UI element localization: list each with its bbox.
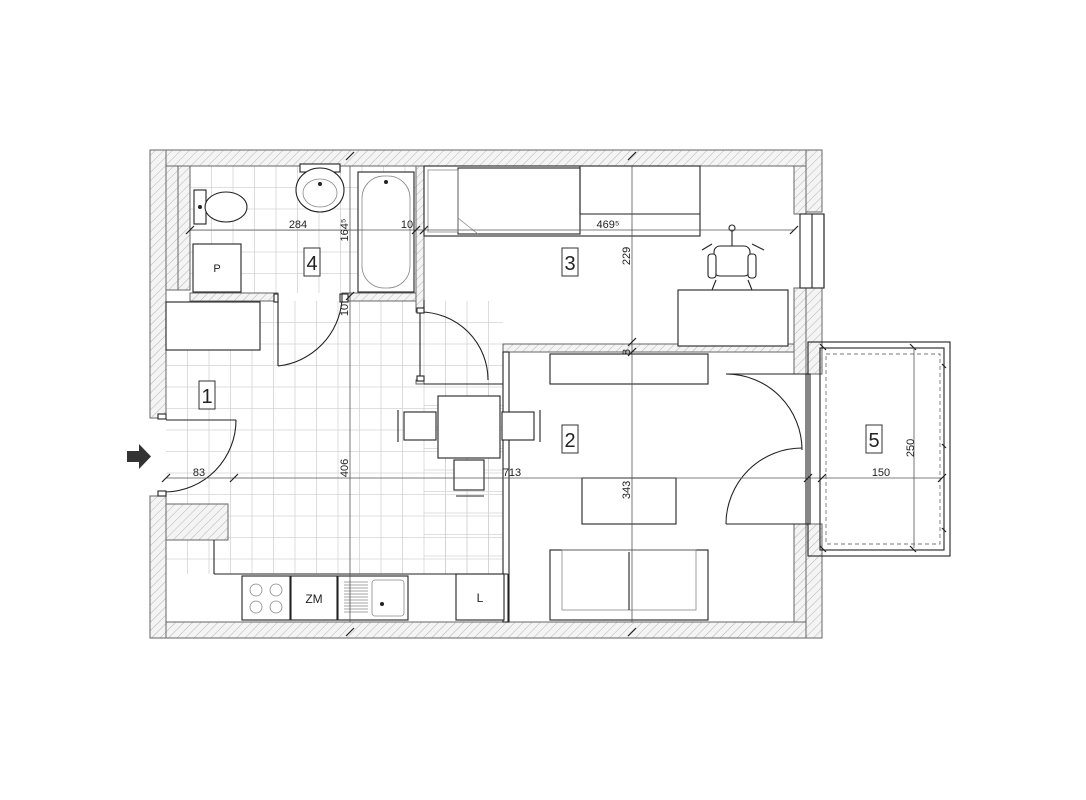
room-label-3: 3 (561, 247, 579, 277)
dishwasher: ZM (290, 575, 338, 621)
dining-chair-bottom (453, 459, 485, 497)
room-label-4: 4 (303, 247, 321, 277)
dim-entry-width: 83 (193, 467, 205, 479)
room-number-4: 4 (306, 253, 317, 275)
dim-bath-width: 284 (289, 219, 307, 231)
dim-bath-wall: 10 (401, 219, 413, 231)
door-bathroom[interactable] (273, 293, 345, 367)
desk (677, 289, 789, 347)
sofa (549, 549, 709, 621)
room-number-5: 5 (868, 430, 879, 452)
cooktop (241, 575, 291, 621)
bed (423, 165, 701, 237)
dim-bath-height: 164⁵ (339, 219, 351, 242)
room-number-3: 3 (564, 253, 575, 275)
dining-chair-left (397, 410, 437, 442)
dim-room3-height: 229 (621, 247, 633, 265)
dimension-lines (161, 151, 947, 637)
door-entrance[interactable] (157, 413, 237, 497)
dim-room3-width: 469⁵ (597, 219, 620, 231)
door-kitchen-partition (341, 293, 349, 303)
washing-machine: P (192, 243, 242, 293)
interior-walls (189, 165, 807, 623)
dim-balcony-height: 250 (905, 439, 917, 457)
balcony (807, 341, 951, 557)
room-label-2: 2 (561, 424, 579, 454)
room-number-2: 2 (564, 430, 575, 452)
dim-total-width: 713 (503, 467, 521, 479)
fridge-label: L (477, 591, 484, 605)
sideboard (549, 353, 709, 385)
window-east (799, 213, 825, 289)
dim-hall-height: 406 (339, 459, 351, 477)
dishwasher-label: ZM (305, 592, 322, 606)
washing-machine-label: P (213, 263, 220, 275)
washbasin (295, 163, 345, 213)
door-room3[interactable] (416, 307, 489, 382)
bathtub (357, 171, 415, 293)
room-number-1: 1 (201, 386, 212, 408)
kitchen-sink (337, 575, 409, 621)
outer-walls (149, 149, 823, 639)
dim-balcony-width: 150 (872, 467, 890, 479)
toilet (193, 189, 248, 225)
entrance-arrow-icon (127, 444, 151, 469)
dining-chair-right (501, 410, 541, 442)
wardrobe (165, 301, 261, 351)
room-label-5: 5 (865, 424, 883, 454)
dining-table (437, 395, 501, 459)
dim-bath-door-wall: 10 (339, 304, 351, 316)
room-label-1: 1 (198, 380, 216, 410)
office-chair (701, 224, 765, 291)
door-balcony[interactable] (725, 373, 811, 525)
dim-room2-height: 343 (621, 481, 633, 499)
fridge: L (455, 573, 505, 621)
dim-partition: 8 (621, 349, 633, 355)
coffee-table (581, 477, 677, 525)
